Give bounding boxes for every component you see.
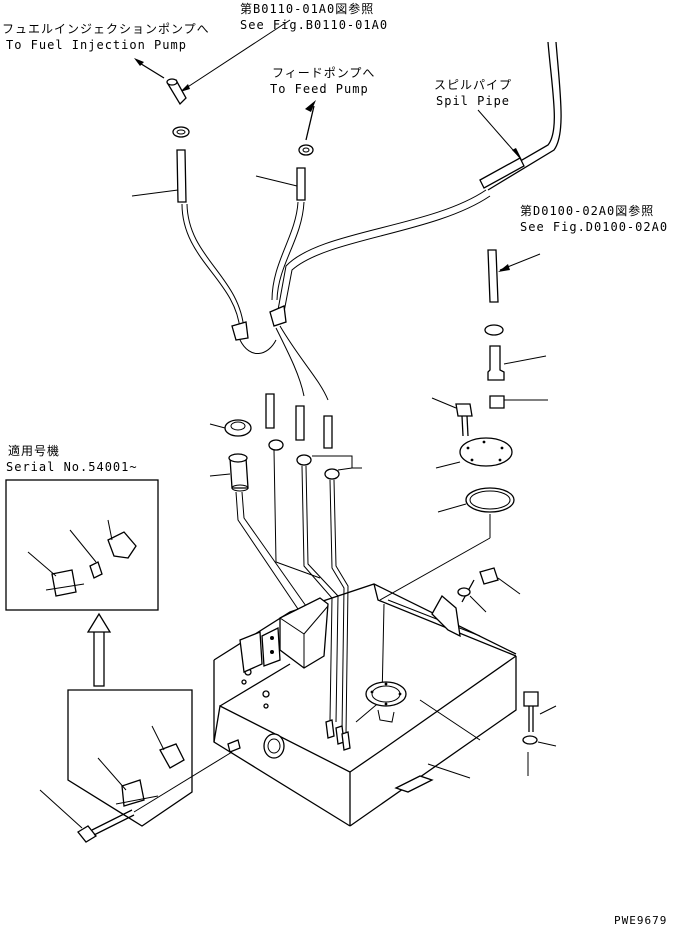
hose-clip-1 <box>231 321 249 341</box>
feed-pump-label-ja: フィードポンプへ <box>272 66 376 80</box>
fuel-hose-lines <box>181 189 491 331</box>
washer-bracket <box>457 587 487 613</box>
hose-clamp-b <box>296 454 312 466</box>
hose-clip-2 <box>269 305 287 327</box>
connector-right <box>489 395 548 409</box>
elbow-fitting-top <box>134 58 187 106</box>
hose-clamp-a <box>268 439 284 451</box>
injection-pump-leader <box>179 19 291 93</box>
short-hose-c <box>323 415 333 449</box>
spill-pipe <box>477 41 562 191</box>
feed-pump-label-en: To Feed Pump <box>270 82 369 96</box>
mounting-bolt-bottom <box>39 751 233 843</box>
drawing-code: PWE9679 <box>614 914 668 927</box>
grommet <box>209 419 252 437</box>
injection-pump-label-ja: フュエルインジェクションポンプへ <box>2 22 210 36</box>
nipple-fitting <box>487 345 547 381</box>
fuel-tank <box>213 583 517 827</box>
feed-pump-arrow <box>305 100 316 141</box>
short-hose-b <box>295 405 305 441</box>
hose-clamp-1 <box>172 126 190 138</box>
ref-d0100-ja: 第D0100-02A0図参照 <box>520 204 655 218</box>
strainer <box>209 453 249 492</box>
bolt-bracket <box>461 567 521 603</box>
serial-label-en: Serial No.54001~ <box>6 460 138 474</box>
standard-inset-box <box>67 689 193 827</box>
bolt-upper-right <box>431 397 473 437</box>
cover-gasket <box>437 487 515 513</box>
hose-clamp-c <box>312 455 362 480</box>
hose-branches <box>239 325 329 401</box>
spill-pipe-label-en: Spil Pipe <box>436 94 511 108</box>
ref-b0110-en: See Fig.B0110-01A0 <box>240 18 389 32</box>
injection-pump-label-en: To Fuel Injection Pump <box>6 38 187 52</box>
short-hose-a <box>265 393 275 429</box>
gasket-leader <box>379 514 491 601</box>
tank-pipes <box>235 449 349 735</box>
hose-clamp-right <box>484 324 504 336</box>
bolt-lower-right <box>523 691 557 732</box>
ref-b0110-ja: 第B0110-01A0図参照 <box>240 2 375 16</box>
hose-right-upper <box>487 249 541 303</box>
spill-pipe-label-ja: スピルパイプ <box>434 78 513 92</box>
ref-d0100-en: See Fig.D0100-02A0 <box>520 220 669 234</box>
serial-label-ja: 適用号機 <box>8 444 61 458</box>
tank-cover-plate <box>435 437 513 469</box>
hose-clamp-2 <box>298 144 314 156</box>
inset-arrow <box>86 612 112 687</box>
serial-inset-box <box>5 479 159 611</box>
short-hose-middle <box>255 167 306 201</box>
short-hose-left <box>131 149 187 203</box>
washer-lower-right <box>522 735 557 776</box>
